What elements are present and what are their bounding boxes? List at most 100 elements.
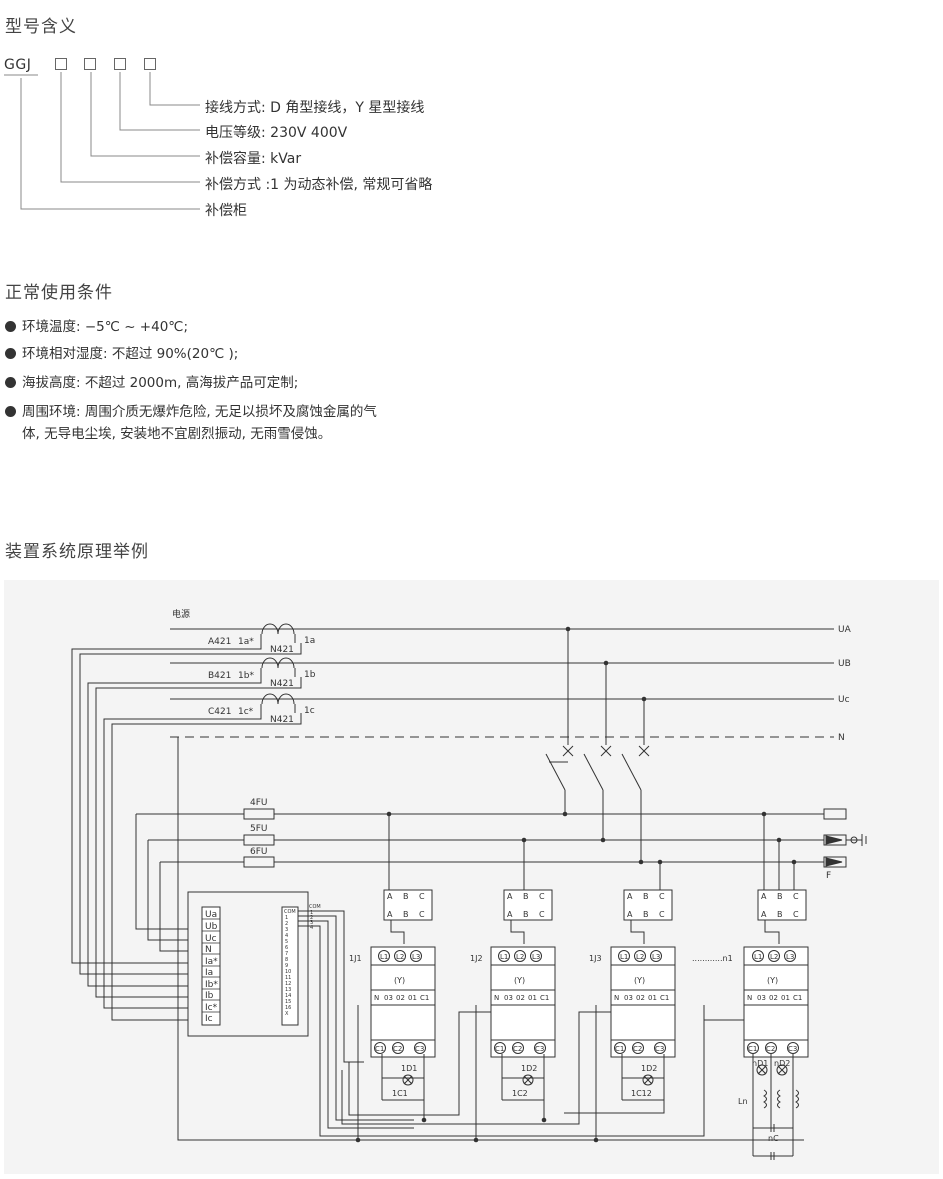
module-n1-d1: nD1 <box>752 1059 768 1068</box>
condition-text: 周围环境: 周围介质无爆炸危险, 无足以损坏及腐蚀金属的气 <box>22 404 377 420</box>
fbn-bot-c: C <box>793 910 799 919</box>
fuse-5fu-label: 5FU <box>250 824 268 834</box>
ctrl-out-16: 16 <box>285 1005 291 1011</box>
fb2-bot-b: B <box>523 910 529 919</box>
m1-term-c1: C1 <box>420 994 429 1002</box>
fb3-bot-b: B <box>643 910 649 919</box>
ct-b-primary: 1b* <box>238 671 254 681</box>
bus-n-label: N <box>838 733 845 743</box>
ctrl-in-ib-star: Ib* <box>205 980 218 990</box>
ctrl-in-n: N <box>205 945 212 955</box>
m2-term-02: 02 <box>516 994 525 1002</box>
condition-temperature: 环境温度: −5℃ ~ +40℃; <box>5 316 188 338</box>
module-1j1 <box>357 889 436 1140</box>
m2-line-l3: L3 <box>532 953 540 961</box>
ctrl-out-15: 15 <box>285 999 291 1005</box>
fbn-top-a: A <box>761 892 767 901</box>
module-1j3-mode: (Y) <box>634 976 645 985</box>
ctrl-out-9: 9 <box>285 963 288 969</box>
ctrl-out-2: 2 <box>285 921 288 927</box>
ctrl-in-ua: Ua <box>205 910 217 920</box>
m3-term-n: N <box>614 994 619 1002</box>
module-1j3-c: 1C12 <box>631 1089 652 1098</box>
condition-text: 海拔高度: 不超过 2000m, 高海拔产品可定制; <box>22 375 299 391</box>
fb2-top-b: B <box>523 892 529 901</box>
ctrl-in-uc: Uc <box>205 934 217 944</box>
meaning-voltage: 电压等级: 230V 400V <box>205 125 348 141</box>
model-leader-lines <box>4 72 200 210</box>
m3-term-02: 02 <box>636 994 645 1002</box>
ctrl-in-ic-star: Ic* <box>205 1003 218 1013</box>
bus-ua-label: UA <box>838 625 852 635</box>
circuit-diagram-panel: 电源 UA UB Uc N A421 1a* 1a N421 B421 1b* … <box>4 580 939 1174</box>
m3-line-l3: L3 <box>652 953 660 961</box>
ctrl-in-ia-star: Ia* <box>205 957 218 967</box>
m1-term-n: N <box>374 994 379 1002</box>
condition-humidity: 环境相对湿度: 不超过 90%(20℃ ); <box>5 343 238 365</box>
m1-cap-c2: C2 <box>393 1045 402 1053</box>
m2-cap-c3: C3 <box>535 1045 544 1053</box>
module-1j1-name: 1J1 <box>349 954 362 963</box>
fb1-bot-b: B <box>403 910 409 919</box>
fb1-bot-c: C <box>419 910 425 919</box>
fb3-top-c: C <box>659 892 665 901</box>
mn-cap-c1: C1 <box>748 1045 757 1053</box>
ctrl-out-7: 7 <box>285 951 288 957</box>
condition-environment: 周围环境: 周围介质无爆炸危险, 无足以损坏及腐蚀金属的气 体, 无导电尘埃, … <box>5 401 377 445</box>
module-n1-ln: Ln <box>738 1097 748 1106</box>
m3-term-03: 03 <box>624 994 633 1002</box>
m2-term-n: N <box>494 994 499 1002</box>
m3-cap-c1: C1 <box>615 1045 624 1053</box>
meaning-wiring: 接线方式: D 角型接线，Y 星型接线 <box>205 100 425 116</box>
ctrl-out-13: 13 <box>285 987 291 993</box>
ctrl-out-4: 4 <box>285 933 288 939</box>
bullet-icon <box>5 406 16 417</box>
circuit-diagram: 电源 UA UB Uc N A421 1a* 1a N421 B421 1b* … <box>71 608 867 1160</box>
m2-line-l2: L2 <box>516 953 524 961</box>
module-1j1-c: 1C1 <box>392 1089 408 1098</box>
m1-cap-c1: C1 <box>375 1045 384 1053</box>
m1-term-02: 02 <box>396 994 405 1002</box>
mn-cap-c3: C3 <box>788 1045 797 1053</box>
m1-line-l1: L1 <box>380 953 388 961</box>
m1-cap-c3: C3 <box>415 1045 424 1053</box>
meaning-capacity: 补偿容量: kVar <box>205 151 302 167</box>
bullet-icon <box>5 348 16 359</box>
condition-text: 环境温度: −5℃ ~ +40℃; <box>22 319 188 335</box>
model-box-3 <box>114 58 126 70</box>
module-n1-d2: nD2 <box>774 1059 790 1068</box>
module-1j3-name: 1J3 <box>589 954 602 963</box>
fb1-top-b: B <box>403 892 409 901</box>
model-box-2 <box>84 58 96 70</box>
fb3-top-b: B <box>643 892 649 901</box>
ct-c-secondary: 1c <box>304 706 315 716</box>
ctrl-out-x: X <box>285 1011 289 1017</box>
fuse-4fu-label: 4FU <box>250 798 268 808</box>
ct-a-secondary: 1a <box>304 636 315 646</box>
mn-line-l1: L1 <box>754 953 762 961</box>
m1-line-l2: L2 <box>396 953 404 961</box>
ctrl-in-ic: Ic <box>205 1014 213 1024</box>
fb1-top-a: A <box>387 892 393 901</box>
fb3-bot-a: A <box>627 910 633 919</box>
ctrl-in-ia: Ia <box>205 968 213 978</box>
ctrl-out-3: 3 <box>285 927 288 933</box>
ctrl-out-10: 10 <box>285 969 291 975</box>
fb2-top-c: C <box>539 892 545 901</box>
meaning-method: 补偿方式 :1 为动态补偿, 常规可省略 <box>205 177 433 193</box>
mn-cap-c2: C2 <box>766 1045 775 1053</box>
m2-cap-c1: C1 <box>495 1045 504 1053</box>
bus-ub-label: UB <box>838 659 851 669</box>
out-term-3: 3 <box>310 920 313 926</box>
fb3-top-a: A <box>627 892 633 901</box>
m1-term-03: 03 <box>384 994 393 1002</box>
m2-cap-c2: C2 <box>513 1045 522 1053</box>
power-label: 电源 <box>172 608 190 620</box>
m3-cap-c2: C2 <box>633 1045 642 1053</box>
bus-uc-label: Uc <box>838 695 850 705</box>
fbn-top-c: C <box>793 892 799 901</box>
ground-f-label: F <box>826 871 831 881</box>
ct-c-n: N421 <box>270 715 294 725</box>
condition-text: 环境相对湿度: 不超过 90%(20℃ ); <box>22 346 239 362</box>
mn-term-n: N <box>747 994 752 1002</box>
